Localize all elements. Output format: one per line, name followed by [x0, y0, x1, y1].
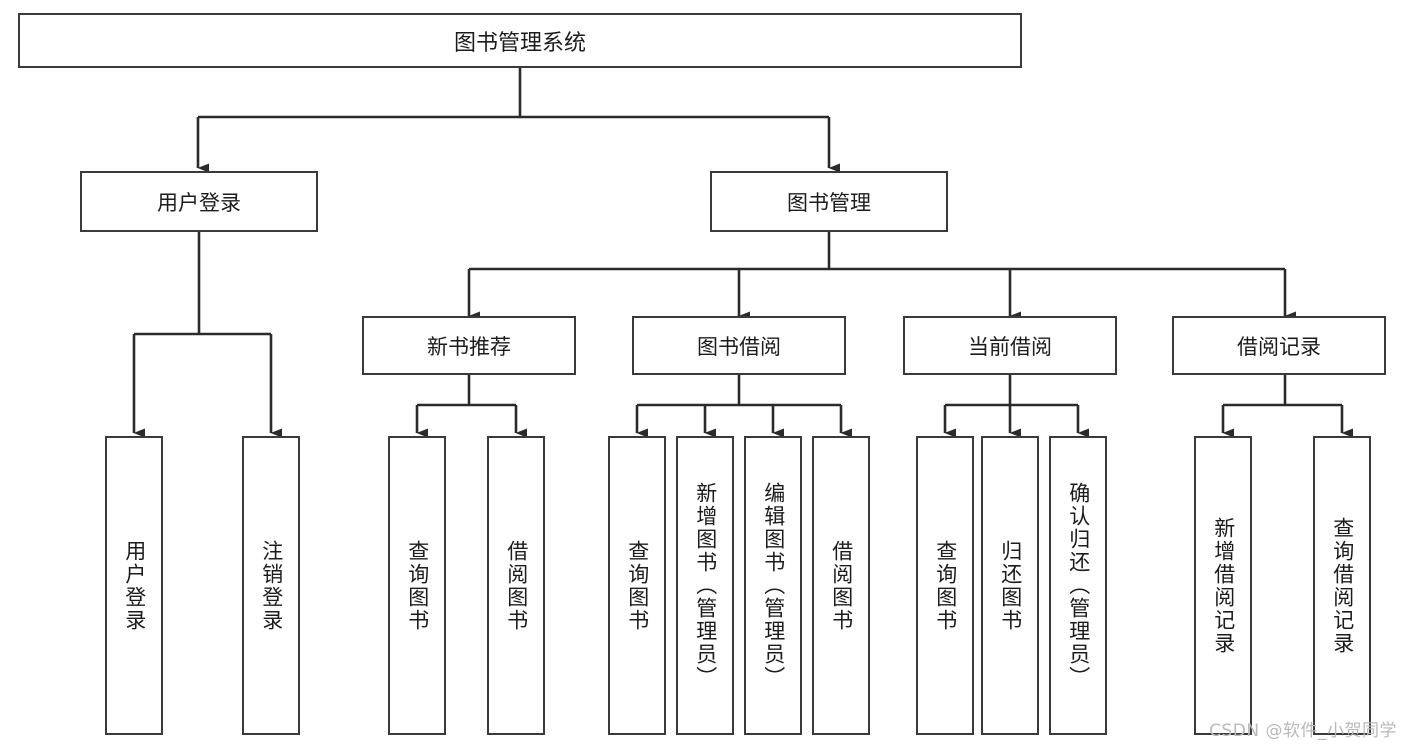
- leaf-borrow-borrow-book[interactable]: 借阅图书: [812, 436, 870, 735]
- leaf-current-confirm-return-admin[interactable]: 确认归还（管理员）: [1049, 436, 1107, 735]
- leaf-borrow-add-book-admin[interactable]: 新增图书（管理员）: [676, 436, 734, 735]
- node-borrow-record-label: 借阅记录: [1237, 334, 1321, 359]
- leaf-borrow-query-book[interactable]: 查询图书: [608, 436, 666, 735]
- leaf-label: 注销登录: [259, 539, 284, 632]
- node-book-management-label: 图书管理: [787, 190, 871, 215]
- node-book-management[interactable]: 图书管理: [710, 171, 948, 232]
- node-new-book-recommend[interactable]: 新书推荐: [362, 316, 576, 375]
- node-root-label: 图书管理系统: [453, 30, 586, 56]
- node-borrow-record[interactable]: 借阅记录: [1172, 316, 1386, 375]
- node-user-login[interactable]: 用户登录: [80, 171, 318, 232]
- node-user-login-label: 用户登录: [157, 190, 241, 215]
- node-book-borrow[interactable]: 图书借阅: [632, 316, 846, 375]
- leaf-label: 借阅图书: [829, 539, 854, 632]
- leaf-label: 查询借阅记录: [1330, 516, 1355, 655]
- node-current-borrow-label: 当前借阅: [968, 334, 1052, 359]
- leaf-record-add-record[interactable]: 新增借阅记录: [1194, 436, 1252, 735]
- leaf-label: 查询图书: [933, 539, 958, 632]
- leaf-recommend-query-book[interactable]: 查询图书: [388, 436, 446, 735]
- leaf-label: 新增图书（管理员）: [693, 482, 718, 689]
- leaf-label: 新增借阅记录: [1211, 516, 1236, 655]
- leaf-user-login-logout[interactable]: 注销登录: [242, 436, 300, 735]
- leaf-current-query-book[interactable]: 查询图书: [916, 436, 974, 735]
- leaf-current-return-book[interactable]: 归还图书: [981, 436, 1039, 735]
- node-book-borrow-label: 图书借阅: [697, 334, 781, 359]
- leaf-label: 编辑图书（管理员）: [761, 482, 786, 689]
- leaf-label: 用户登录: [122, 539, 147, 632]
- node-root[interactable]: 图书管理系统: [18, 13, 1022, 68]
- leaf-label: 查询图书: [405, 539, 430, 632]
- node-new-book-recommend-label: 新书推荐: [427, 334, 511, 359]
- leaf-label: 确认归还（管理员）: [1066, 482, 1091, 689]
- watermark: CSDN @软件_小贺同学: [1209, 721, 1397, 741]
- leaf-label: 查询图书: [625, 539, 650, 632]
- leaf-label: 归还图书: [998, 539, 1023, 632]
- node-current-borrow[interactable]: 当前借阅: [903, 316, 1117, 375]
- leaf-recommend-borrow-book[interactable]: 借阅图书: [487, 436, 545, 735]
- leaf-record-query-record[interactable]: 查询借阅记录: [1313, 436, 1371, 735]
- leaf-user-login-login[interactable]: 用户登录: [105, 436, 163, 735]
- leaf-borrow-edit-book-admin[interactable]: 编辑图书（管理员）: [744, 436, 802, 735]
- leaf-label: 借阅图书: [504, 539, 529, 632]
